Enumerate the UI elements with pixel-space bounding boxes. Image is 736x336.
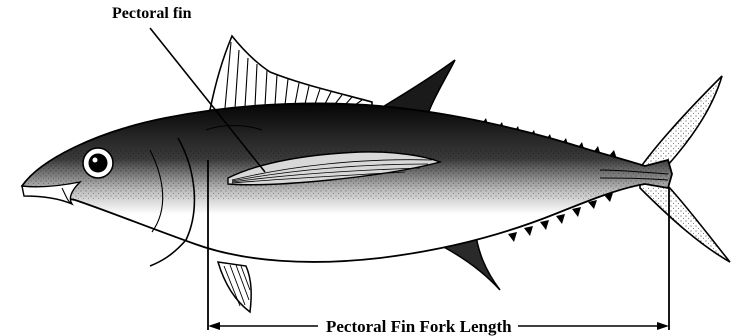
pelvic-fin [218,262,251,312]
pectoral-fin-label: Pectoral fin [112,6,192,22]
first-dorsal-fin [210,36,372,110]
fork-length-label: Pectoral Fin Fork Length [322,318,516,335]
eye-icon [83,148,113,178]
tuna-body [20,103,680,261]
